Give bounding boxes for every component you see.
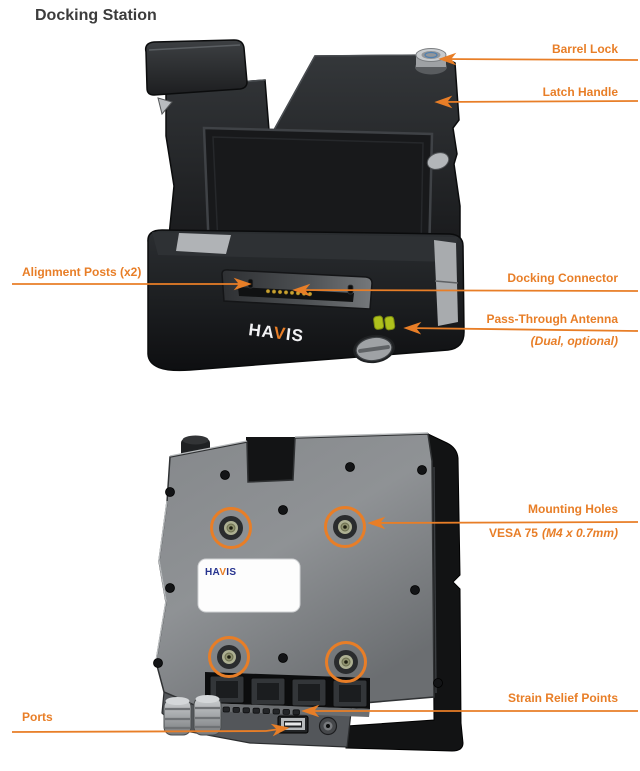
callout-latch-handle: Latch Handle	[542, 85, 618, 99]
vesa-note-italic: (M4 x 0.7mm)	[541, 526, 618, 540]
callout-strain-relief-points: Strain Relief Points	[507, 691, 618, 705]
vesa-hole-top-right	[324, 506, 366, 548]
callout-docking-connector: Docking Connector	[507, 271, 618, 285]
callout-barrel-lock: Barrel Lock	[551, 42, 618, 56]
audio-jack	[318, 716, 338, 736]
latch-handle-leader-line	[434, 95, 639, 109]
callout-alignment-posts: Alignment Posts (x2)	[22, 265, 142, 279]
plate-edge-highlights	[155, 432, 429, 662]
mounting-holes-leader-line	[367, 516, 639, 530]
rear-view-illustration: HAVIS	[153, 432, 464, 752]
barrel-lock-leader-line	[438, 52, 639, 66]
callout-pass-through-antenna-note: (Dual, optional)	[530, 334, 618, 348]
callout-mounting-holes-note: VESA 75(M4 x 0.7mm)	[489, 526, 618, 540]
vesa-hole-bottom-left	[208, 636, 250, 678]
vent-brackets	[205, 672, 370, 717]
callout-ports: Ports	[22, 710, 53, 724]
left-guide-pin	[157, 97, 173, 116]
thumb-screw	[353, 334, 395, 364]
base-right-gray-patch	[434, 240, 458, 326]
right-guide-pin	[426, 152, 450, 170]
strain-relief-slots	[222, 706, 300, 716]
base-right-seam	[434, 280, 459, 284]
case-screws	[153, 462, 443, 688]
vesa-note-bold: VESA 75	[489, 526, 538, 540]
front-view-illustration: HAVIS	[144, 39, 465, 372]
base-left-gray-patch	[176, 233, 231, 254]
rear-label: HAVIS	[197, 558, 301, 613]
vesa-mounting-holes	[208, 506, 367, 683]
havis-logo-front: HAVIS	[248, 320, 306, 346]
cap-highlight	[148, 44, 241, 51]
antenna-connectors	[373, 315, 396, 331]
callout-pass-through-antenna: Pass-Through Antenna	[486, 312, 618, 326]
rail-inner-highlight	[433, 466, 437, 694]
cable-glands	[163, 695, 222, 736]
docking-connector-leader-line	[292, 283, 639, 297]
vesa-hole-top-left	[210, 507, 252, 549]
top-notch	[246, 437, 296, 483]
vesa-hole-bottom-right	[325, 641, 367, 683]
callout-mounting-holes: Mounting Holes	[528, 502, 618, 516]
pass-through-antenna-leader-line	[403, 321, 639, 335]
ports-leader-line	[11, 723, 290, 737]
latch-cover-cap	[144, 39, 248, 96]
page-title: Docking Station	[35, 7, 157, 24]
havis-logo-rear: HAVIS	[205, 567, 236, 578]
